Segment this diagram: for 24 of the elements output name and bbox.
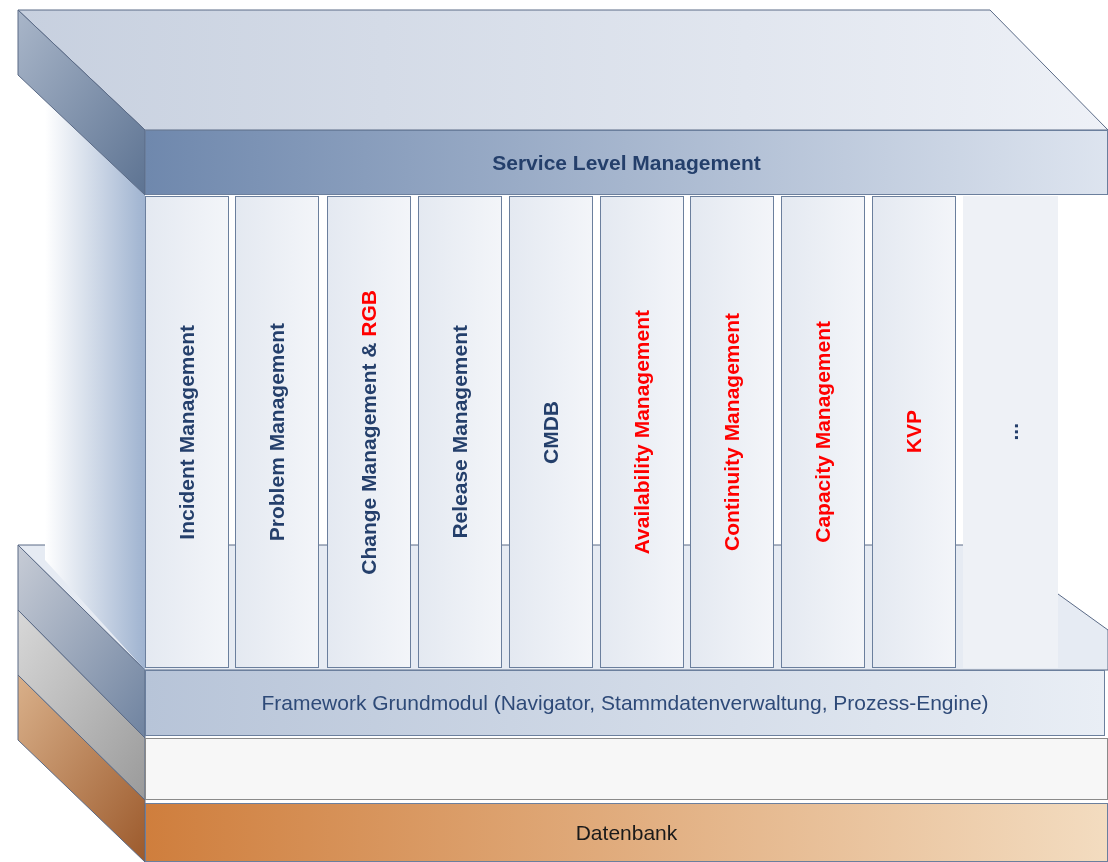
pillar-label: Release Management	[448, 325, 472, 539]
pillar	[690, 196, 774, 668]
pillar-label: Change Management & RGB	[357, 289, 381, 575]
pillar	[145, 196, 229, 668]
layer-band	[145, 738, 1108, 800]
pillar	[872, 196, 956, 668]
pillar	[235, 196, 319, 668]
pillar-label: KVP	[902, 410, 926, 454]
pillar	[600, 196, 684, 668]
pillar	[509, 196, 593, 668]
pillar-label: CMDB	[539, 400, 563, 464]
layer-label: Datenbank	[575, 820, 678, 845]
pillar-label: Capacity Management	[811, 321, 835, 543]
pillar	[327, 196, 411, 668]
pillar-label: Continuity Management	[720, 313, 744, 551]
roof-label: Service Level Management	[492, 150, 761, 175]
pillar	[418, 196, 502, 668]
pillar	[781, 196, 865, 668]
pillar-label: Availability Management	[630, 309, 654, 555]
pillar	[963, 196, 1058, 668]
pillar-label: ...	[998, 423, 1023, 441]
pillar-label: Incident Management	[175, 324, 199, 540]
layer-label: Framework Grundmodul (Navigator, Stammdatenverwaltung, Prozess-Engine)	[261, 691, 989, 715]
pillar-label: Problem Management	[265, 322, 289, 542]
